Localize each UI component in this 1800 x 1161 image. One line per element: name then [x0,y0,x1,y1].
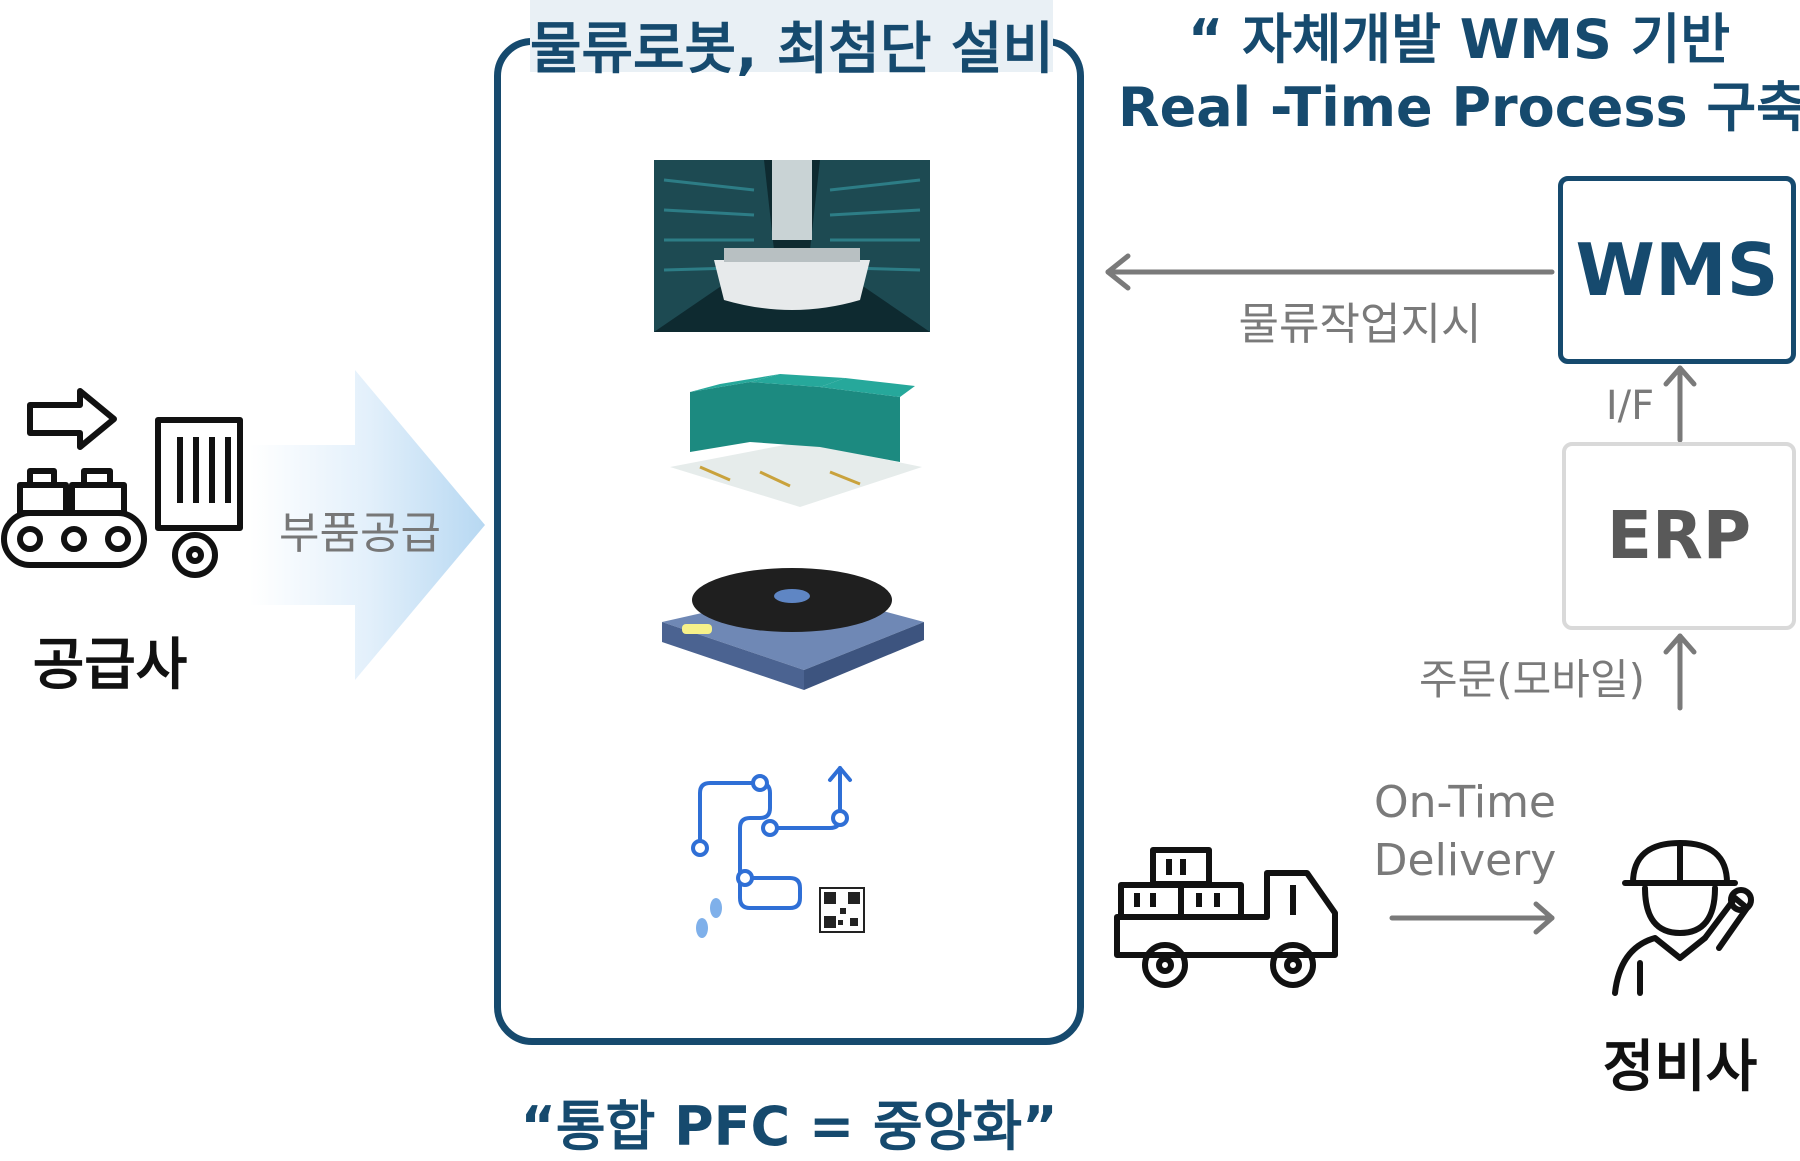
supply-label: 부품공급 [279,508,441,559]
header-line-1: “ 자체개발 WMS 기반 [1187,8,1731,71]
if-label: I/F [1605,383,1655,429]
header-line-2: Real -Time Process 구축” [1118,76,1800,139]
mechanic-label: 정비사 [1602,1035,1758,1100]
shuttle-rack-image [670,374,922,507]
supply-arrow [250,370,485,680]
delivery-arrow [1389,901,1555,935]
title-background [530,0,1053,72]
header-quote: “ 자체개발 WMS 기반 Real -Time Process 구축” [1118,6,1800,142]
qr-path-icon [691,766,865,938]
ontime-line-2: Delivery [1373,835,1557,886]
conveyor-truck-icon [1,388,243,578]
wms-label: WMS [1575,228,1779,312]
if-arrow [1663,365,1697,443]
delivery-truck-icon [1114,847,1338,988]
asrs-robot-image [654,160,930,332]
instruction-label: 물류작업지시 [1238,299,1482,350]
wms-box [1558,176,1796,364]
erp-label: ERP [1606,497,1752,574]
mechanic-worker-icon [1612,840,1754,996]
order-label: 주문(모바일) [1419,655,1645,704]
supplier-label: 공급사 [32,633,188,698]
ontime-label: On-Time Delivery [1350,774,1580,890]
ontime-line-1: On-Time [1373,777,1557,828]
amr-robot-image [662,568,924,690]
bottom-slogan: “통합 PFC = 중앙화” [520,1095,1058,1158]
order-arrow [1663,633,1697,711]
erp-box [1562,442,1796,630]
panel-title: 물류로봇, 최첨단 설비 [530,17,1054,82]
instruction-arrow [1105,253,1555,291]
